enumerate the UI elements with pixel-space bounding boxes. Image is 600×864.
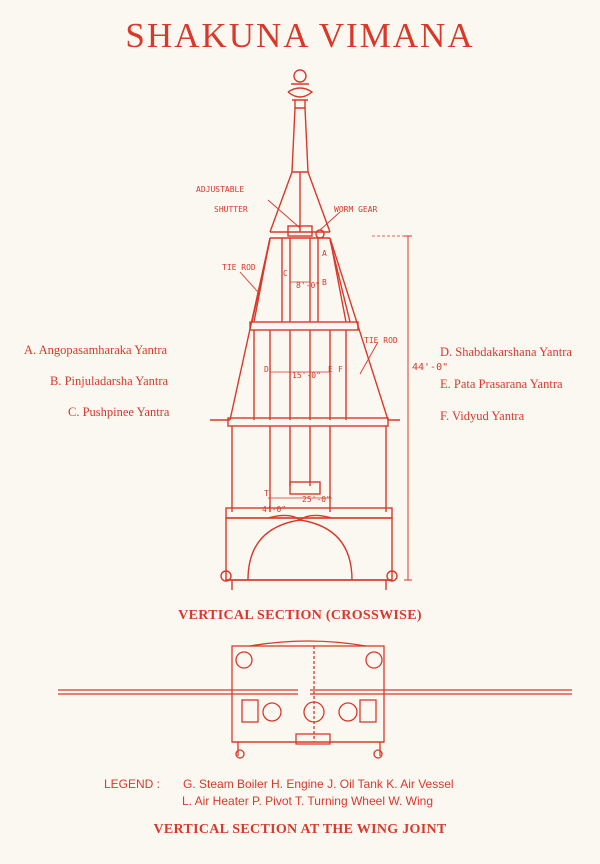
- annotation-adjustable: ADJUSTABLE: [196, 185, 244, 194]
- legend-line-1: G. Steam Boiler H. Engine J. Oil Tank K.…: [183, 777, 454, 791]
- label-a: A. Angopasamharaka Yantra: [24, 343, 168, 357]
- annotation-tie-rod-right: TIE ROD: [364, 336, 398, 345]
- annotation-shutter: SHUTTER: [214, 205, 248, 214]
- annotation-tie-rod-left: TIE ROD: [222, 263, 256, 272]
- annotation-width-small: 4'-0": [262, 505, 286, 514]
- annotation-width-lower: 25'-0": [302, 495, 331, 504]
- label-e: E. Pata Prasarana Yantra: [440, 377, 563, 391]
- annotation-height: 44'-0": [412, 362, 448, 373]
- annotation-mark-d: D: [264, 365, 269, 374]
- annotation-mark-b: B: [322, 278, 327, 287]
- label-b: B. Pinjuladarsha Yantra: [50, 374, 169, 388]
- annotation-mark-c: C: [283, 269, 288, 278]
- annotation-mark-t: T: [264, 489, 269, 498]
- caption-wing-joint: VERTICAL SECTION AT THE WING JOINT: [153, 822, 447, 837]
- annotation-mark-e: E: [328, 365, 333, 374]
- annotation-width-upper: 8'-0": [296, 281, 320, 290]
- annotation-worm-gear: WORM GEAR: [334, 205, 378, 214]
- annotation-mark-a: A: [322, 249, 327, 258]
- label-d: D. Shabdakarshana Yantra: [440, 345, 572, 359]
- label-c: C. Pushpinee Yantra: [68, 405, 170, 419]
- page-title: SHAKUNA VIMANA: [125, 16, 475, 55]
- legend-line-2: L. Air Heater P. Pivot T. Turning Wheel …: [182, 794, 433, 808]
- annotation-mark-f: F: [338, 365, 343, 374]
- caption-vertical-section: VERTICAL SECTION (CROSSWISE): [178, 608, 422, 623]
- label-f: F. Vidyud Yantra: [440, 409, 525, 423]
- annotation-width-mid: 15'-0": [292, 371, 321, 380]
- legend-heading: LEGEND :: [104, 777, 161, 791]
